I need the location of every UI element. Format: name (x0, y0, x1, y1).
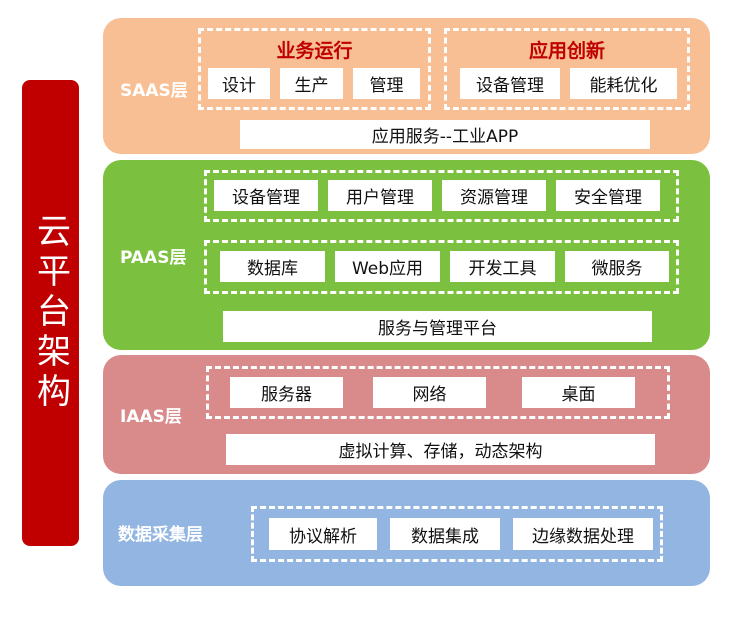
paas-item-web-app: Web应用 (335, 251, 440, 282)
paas-service-bar: 服务与管理平台 (223, 311, 652, 342)
paas-item-security-management: 安全管理 (556, 180, 660, 211)
iaas-item-server: 服务器 (230, 377, 343, 408)
saas-group-innovation-title: 应用创新 (528, 40, 605, 62)
iaas-item-desktop: 桌面 (522, 377, 635, 408)
saas-layer-label: SAAS层 (120, 81, 188, 101)
paas-item-user-management: 用户管理 (328, 180, 432, 211)
iaas-item-network: 网络 (373, 377, 486, 408)
architecture-title-text: 云平台架构 (30, 213, 71, 413)
data-acquisition-layer: 数据采集层 协议解析 数据集成 边缘数据处理 (103, 480, 710, 586)
saas-item-energy-optimization: 能耗优化 (570, 68, 677, 99)
paas-item-device-management: 设备管理 (214, 180, 318, 211)
iaas-service-bar: 虚拟计算、存储，动态架构 (226, 434, 655, 465)
saas-layer: SAAS层 业务运行 设计 生产 管理 应用创新 设备管理 能耗优化 应用服务-… (103, 18, 710, 154)
paas-row2-group (204, 240, 679, 294)
saas-item-management: 管理 (353, 68, 420, 99)
iaas-items-group (206, 366, 670, 419)
data-acquisition-layer-label: 数据采集层 (118, 525, 203, 545)
iaas-layer: IAAS层 服务器 网络 桌面 虚拟计算、存储，动态架构 (103, 355, 710, 474)
data-item-protocol-parsing: 协议解析 (269, 518, 377, 550)
paas-item-database: 数据库 (220, 251, 325, 282)
saas-group-business (198, 28, 431, 110)
architecture-title: 云平台架构 (22, 80, 79, 546)
saas-item-device-management: 设备管理 (460, 68, 560, 99)
saas-item-production: 生产 (280, 68, 343, 99)
saas-item-design: 设计 (208, 68, 270, 99)
paas-item-microservices: 微服务 (565, 251, 669, 282)
paas-layer: PAAS层 设备管理 用户管理 资源管理 安全管理 数据库 Web应用 开发工具… (103, 160, 710, 350)
paas-item-resource-management: 资源管理 (442, 180, 546, 211)
data-item-edge-processing: 边缘数据处理 (513, 518, 653, 550)
saas-group-innovation (444, 28, 690, 110)
paas-layer-label: PAAS层 (120, 248, 187, 268)
data-item-data-integration: 数据集成 (390, 518, 500, 550)
saas-service-bar: 应用服务--工业APP (240, 120, 650, 149)
iaas-layer-label: IAAS层 (120, 407, 182, 427)
data-items-group (251, 506, 663, 562)
saas-group-business-title: 业务运行 (276, 40, 353, 62)
paas-item-dev-tools: 开发工具 (450, 251, 555, 282)
paas-row1-group (204, 170, 679, 222)
